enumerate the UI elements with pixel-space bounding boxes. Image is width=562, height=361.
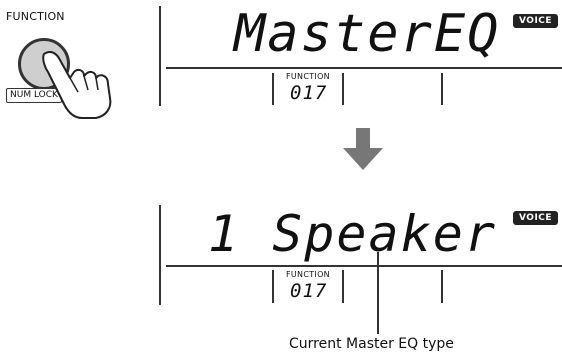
top-display-left-edge	[159, 6, 161, 106]
bottom-display-voice-badge: VOICE	[513, 211, 559, 225]
callout-leader-line	[377, 252, 379, 334]
function-button-label: FUNCTION	[6, 10, 65, 23]
bottom-display-function-number: 017	[290, 280, 328, 302]
bottom-display-function-caption: FUNCTION	[286, 270, 330, 279]
callout-label: Current Master EQ type	[289, 336, 454, 352]
bottom-display-main-text: 1 Speaker	[208, 205, 497, 263]
top-display-divider	[166, 67, 562, 69]
top-display-tick-left	[272, 73, 274, 105]
bottom-display-left-edge	[159, 205, 161, 305]
top-display-main-text: MasterEQ	[234, 4, 501, 64]
top-display-function-number: 017	[290, 82, 328, 104]
finger-press-icon	[42, 51, 112, 119]
top-display-tick-right	[441, 73, 443, 105]
bottom-display-tick-right	[441, 270, 443, 303]
top-display-function-caption: FUNCTION	[286, 72, 330, 81]
down-arrow-icon	[343, 128, 383, 170]
bottom-display-tick-mid	[342, 270, 344, 303]
top-display-voice-badge: VOICE	[513, 14, 559, 28]
bottom-display-tick-left	[272, 270, 274, 303]
bottom-display-divider	[166, 265, 562, 267]
top-display-tick-mid	[342, 73, 344, 105]
